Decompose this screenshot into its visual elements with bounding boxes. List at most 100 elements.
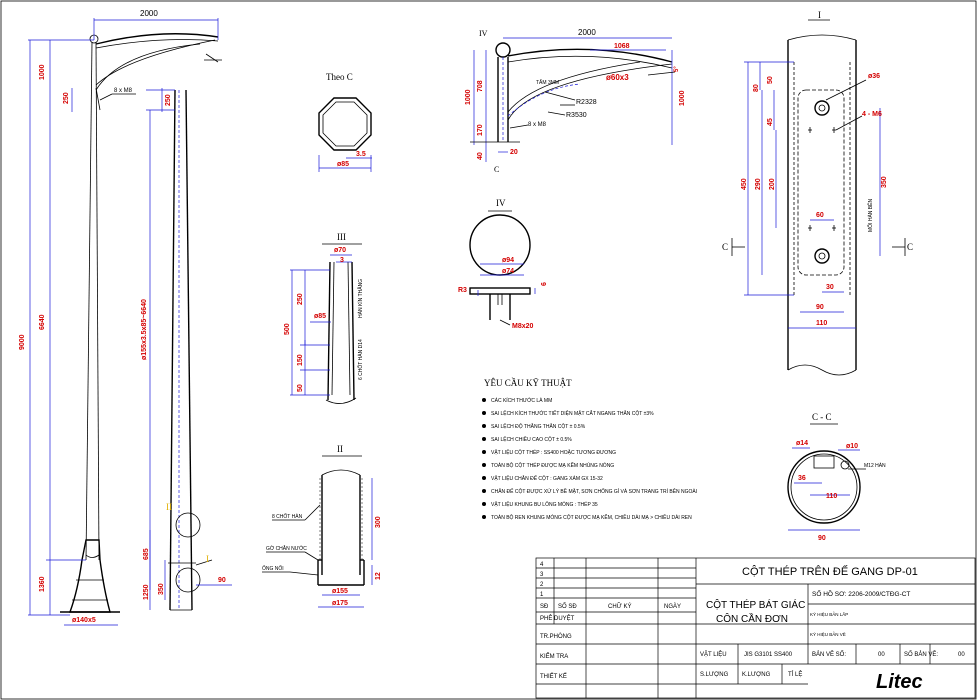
dim-250-left: 250 (63, 92, 70, 104)
arm-dim-20: 20 (510, 149, 518, 156)
dim-30: 30 (826, 284, 834, 291)
dim-200: 200 (769, 178, 776, 190)
requirement-item: TOÀN BỘ REN KHUNG MÓNG CỘT ĐƯỢC MẠ KẼM, … (491, 514, 692, 521)
pole-elevation-right (146, 88, 232, 611)
requirements-title: YÊU CẦU KỸ THUẬT (484, 378, 572, 388)
rev-row: 4 (540, 562, 544, 568)
so-ban-ve-value: 00 (958, 652, 965, 658)
m12-note: M12 HÀN (864, 462, 886, 469)
arm-bolts: 8 x M8 (528, 122, 547, 128)
arm-dim-1000: 1000 (465, 89, 472, 105)
dim-70: ø70 (334, 247, 346, 254)
dim-350-i: 350 (881, 176, 888, 188)
s-luong: S.LƯỢNG (700, 672, 729, 678)
gusset-note: GỜ CHẮN NƯỚC (266, 544, 307, 552)
dim-300: 300 (375, 516, 382, 528)
requirement-bullets (482, 398, 486, 519)
dim-85-c: ø85 (337, 161, 349, 168)
section-i (731, 19, 906, 376)
dim-10: ø10 (846, 443, 858, 450)
arm-dim-1068: 1068 (614, 43, 630, 50)
section-iii (290, 243, 362, 404)
requirement-item: SAI LỆCH ĐỘ THẲNG THÂN CỘT ± 0.5% (491, 422, 586, 430)
rev-row: 3 (540, 572, 544, 578)
tr-phong: TR.PHÒNG (540, 633, 572, 640)
callout-ii: II (166, 502, 172, 512)
dim-94: ø94 (502, 257, 514, 264)
title-main: CỘT THÉP TRÊN ĐẾ GANG DP-01 (742, 565, 918, 578)
requirement-item: VẬT LIỆU CỘT THÉP : SS400 HOẶC TƯƠNG ĐƯƠ… (491, 448, 616, 456)
dim-12: 12 (375, 572, 382, 580)
vat-lieu-label: VẬT LIỆU (700, 650, 727, 658)
cut-c-right: C (907, 242, 913, 252)
dim-1250: 1250 (143, 584, 150, 600)
weld-side-note: MỐI HÀN BÊN (866, 199, 874, 232)
col-chuky: CHỮ KÝ (608, 603, 631, 610)
section-ii-title: II (337, 444, 343, 454)
dim-14: ø14 (796, 440, 808, 447)
dim-50-i: 50 (767, 76, 774, 84)
dim-6640: 6640 (39, 314, 46, 330)
col-sosd: SỐ SĐ (558, 603, 577, 610)
k-luong: K.LƯỢNG (742, 672, 771, 678)
dim-150: 150 (297, 354, 304, 366)
section-cc (787, 423, 866, 531)
arm-plate-note: TẤM 3MM (536, 79, 559, 86)
dim-50: 50 (297, 384, 304, 392)
logo-text: Litec (876, 671, 923, 693)
dim-290: 290 (755, 178, 762, 190)
section-ii (262, 455, 373, 608)
dim-60: 60 (816, 212, 824, 219)
arm-detail (470, 37, 676, 162)
requirement-item: SAI LỆCH KÍCH THƯỚC TIẾT DIỆN MẶT CẮT NG… (491, 409, 654, 417)
arm-r3530: R3530 (566, 112, 587, 119)
dim-90-i: 90 (816, 304, 824, 311)
section-theo-c (318, 97, 372, 172)
dim-90: 90 (218, 577, 226, 584)
title-block-grid (535, 557, 976, 699)
dim-r3: R3 (458, 287, 467, 294)
section-iv (469, 210, 536, 326)
file-number: SỐ HỒ SƠ: 2206-2009/CTĐG-CT (812, 588, 910, 598)
ky-hieu-ban-ve: KÝ HIỆU BẢN VẼ (810, 630, 846, 637)
dim-85-iii: ø85 (314, 313, 326, 320)
arm-tube: ø60x3 (606, 73, 629, 82)
section-cc-title: C - C (812, 412, 832, 422)
dim-175: ø175 (332, 600, 348, 607)
requirement-item: VẬT LIỆU KHUNG BU LÔNG MÓNG : THÉP 35 (491, 500, 598, 508)
dim-110-cc: 110 (826, 493, 837, 500)
material-value: JIS G3101 SS400 (744, 652, 793, 658)
weld-note-iii: HÀN KÍN THẲNG (357, 279, 364, 318)
arm-callout-iv: IV (479, 29, 488, 38)
dim-90-cc: 90 (818, 535, 826, 542)
subtitle-2: CÔN CẦN ĐƠN (716, 612, 788, 625)
ky-hieu-ban-lap: KÝ HIỆU BẢN LẮP (810, 610, 848, 617)
section-iv-title: IV (496, 198, 506, 208)
dim-74: ø74 (502, 268, 514, 275)
dim-m8x20: M8x20 (512, 323, 534, 330)
arm-dim-2000: 2000 (578, 28, 596, 37)
dim-3: 3 (340, 257, 344, 264)
dim-base-dia: ø140x5 (72, 617, 96, 624)
kiem-tra: KIỂM TRA (540, 653, 568, 660)
callout-i: I (206, 554, 209, 564)
dim-45: 45 (767, 118, 774, 126)
section-i-title: I (818, 10, 821, 20)
dim-36-i: ø36 (868, 73, 880, 80)
col-ngay: NGÀY (664, 603, 681, 610)
dim-685: 685 (143, 548, 150, 560)
arm-dim-170: 170 (477, 124, 484, 136)
pole-elevation-left (28, 18, 222, 626)
requirement-item: VẬT LIỆU CHÂN ĐẾ CỘT : GANG XÁM GX 15-32 (491, 474, 603, 482)
thiet-ke: THIẾT KẾ (540, 673, 567, 680)
dim-110-i: 110 (816, 320, 827, 327)
m6-note: 4 - M6 (862, 111, 882, 118)
dim-1000-left: 1000 (39, 64, 46, 80)
arm-cut-c: C (494, 165, 499, 174)
dim-36-cc: 36 (798, 475, 806, 482)
pole-spec: ø155x3.5x85~6640 (141, 299, 148, 360)
theo-c-title: Theo C (326, 72, 353, 82)
dim-450: 450 (741, 178, 748, 190)
